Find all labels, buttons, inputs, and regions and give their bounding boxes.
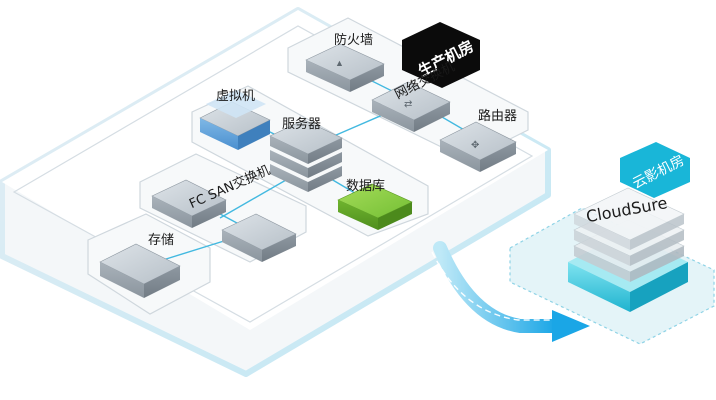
fc-san-switch-device-left [151, 179, 227, 228]
database-label: 数据库 [346, 178, 385, 194]
router-device: ✥ [439, 121, 517, 172]
link-san-server [219, 179, 287, 219]
switch-arrows-icon: ⇄ [404, 99, 412, 110]
replication-arrow [431, 241, 590, 342]
server-label: 服务器 [282, 116, 321, 132]
firewall-label: 防火墙 [334, 32, 373, 48]
server-unit-top [269, 119, 343, 164]
server-unit-bottom [270, 164, 342, 192]
cloud-room-badge [620, 142, 690, 198]
server-unit-middle [270, 150, 342, 178]
storage-label: 存储 [148, 233, 174, 248]
router-label: 路由器 [478, 108, 517, 124]
storage-device [99, 243, 181, 298]
production-room-badge [402, 22, 480, 88]
network-switch-device: ⇄ [371, 81, 451, 132]
firewall-device: ▲ [305, 43, 385, 92]
virtual-machine-label: 虚拟机 [216, 89, 255, 104]
database-device [337, 183, 413, 230]
fc-san-switch-device-right [221, 213, 297, 262]
server-device-stack [269, 119, 343, 192]
cloudsure-layer-3 [573, 187, 685, 250]
virtual-machine-device [199, 90, 271, 150]
cloudsure-stack [568, 187, 688, 312]
router-cross-icon: ✥ [471, 140, 479, 151]
firewall-icon: ▲ [335, 58, 344, 68]
